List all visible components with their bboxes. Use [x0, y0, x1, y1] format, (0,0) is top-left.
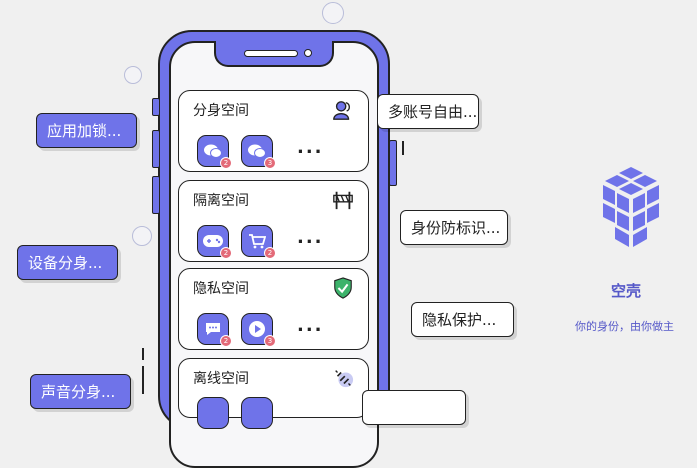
card-title: 隔离空间 [193, 193, 249, 209]
card-title: 隐私空间 [193, 281, 249, 297]
game-app-button[interactable]: 2 [197, 225, 232, 259]
decor-circle [132, 226, 152, 246]
camera-icon [304, 49, 312, 57]
app-button[interactable] [197, 397, 229, 429]
phone-notch [214, 41, 334, 67]
wechat-icon [204, 144, 222, 158]
more-dots[interactable]: ... [297, 137, 324, 158]
tag-identity-guard: 身份防标识... [400, 210, 508, 245]
app-button[interactable] [241, 397, 273, 429]
decor-line [402, 141, 404, 155]
wechat-app-button[interactable]: 3 [241, 135, 276, 169]
tag-voice-clone: 声音分身... [30, 374, 131, 409]
badge-count: 2 [264, 247, 276, 259]
tag-partial [362, 390, 466, 425]
decor-circle [124, 66, 142, 84]
space-card-isolation[interactable]: 隔离空间 2 2 ... [178, 180, 369, 262]
user-icon [333, 101, 350, 120]
space-card-privacy[interactable]: 隐私空间 2 3 ... [178, 268, 369, 350]
shield-check-icon [334, 277, 352, 299]
badge-count: 2 [220, 247, 232, 259]
video-app-button[interactable]: 3 [241, 313, 276, 347]
tag-multi-account: 多账号自由... [377, 94, 479, 129]
tag-device-clone: 设备分身... [17, 245, 118, 280]
badge-count: 3 [264, 157, 276, 169]
decor-line [142, 366, 144, 394]
message-app-button[interactable]: 2 [197, 313, 232, 347]
brand-name: 空壳 [611, 282, 642, 300]
chat-bubble-icon [206, 323, 220, 335]
shop-app-button[interactable]: 2 [241, 225, 276, 259]
tag-privacy-protect: 隐私保护... [411, 302, 514, 337]
gamepad-icon [203, 235, 223, 247]
phone-side-button [389, 140, 397, 186]
phone-side-button [152, 176, 160, 214]
badge-count: 3 [264, 335, 276, 347]
wechat-icon [248, 144, 266, 158]
badge-count: 2 [220, 157, 232, 169]
cart-icon [249, 234, 266, 249]
badge-count: 2 [220, 335, 232, 347]
more-dots[interactable]: ... [297, 227, 324, 248]
space-card-clone[interactable]: 分身空间 2 3 ... [178, 90, 369, 172]
cube-logo-icon [603, 167, 659, 247]
barrier-icon [333, 191, 353, 210]
speaker-icon [244, 50, 298, 57]
space-card-offline[interactable]: 离线空间 [178, 358, 369, 429]
card-title: 分身空间 [193, 103, 249, 119]
card-title: 离线空间 [193, 371, 249, 387]
decor-circle [322, 2, 344, 24]
phone-side-button [152, 98, 160, 116]
decor-line [142, 348, 144, 360]
tag-app-lock: 应用加锁... [36, 113, 137, 148]
brand-slogan: 你的身份，由你做主 [575, 320, 674, 333]
wechat-app-button[interactable]: 2 [197, 135, 232, 169]
more-dots[interactable]: ... [297, 315, 324, 336]
broken-link-icon [335, 370, 354, 388]
phone-side-button [152, 130, 160, 168]
play-icon [249, 321, 265, 337]
